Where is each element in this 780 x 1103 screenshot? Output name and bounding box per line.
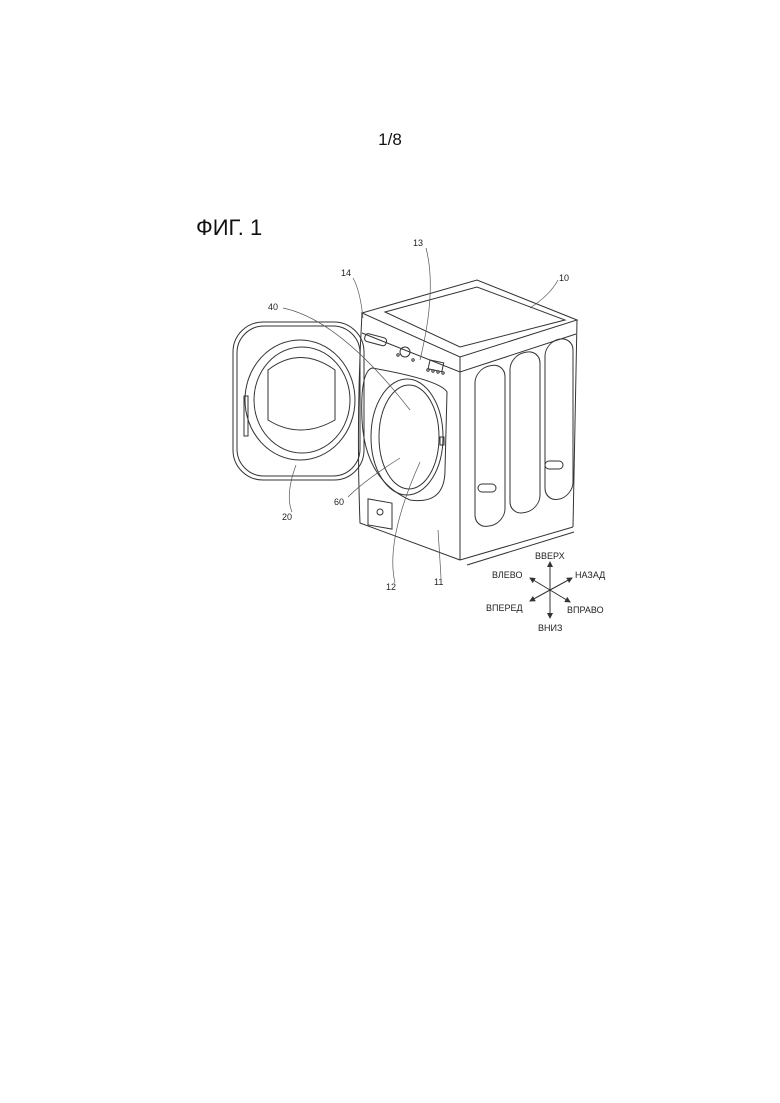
ref-20: 20 — [282, 512, 292, 522]
control-panel — [364, 333, 444, 374]
direction-up: ВВЕРХ — [535, 551, 565, 561]
direction-down: ВНИЗ — [538, 623, 562, 633]
ref-14: 14 — [341, 268, 351, 278]
ref-40: 40 — [268, 302, 278, 312]
ref-13: 13 — [413, 238, 423, 248]
ref-11: 11 — [434, 577, 443, 587]
direction-front: ВПЕРЕД — [486, 603, 523, 613]
direction-compass: ВВЕРХ ВНИЗ ВЛЕВО НАЗАД ВПЕРЕД ВПРАВО — [486, 551, 605, 633]
cabinet — [358, 280, 577, 565]
direction-back: НАЗАД — [575, 570, 605, 580]
ref-60: 60 — [334, 497, 344, 507]
door — [233, 322, 364, 480]
leader-lines — [283, 248, 558, 583]
reference-labels: 13 10 14 40 60 20 12 11 — [268, 238, 569, 592]
drum-opening — [362, 368, 447, 529]
direction-left: ВЛЕВО — [492, 570, 523, 580]
direction-right: ВПРАВО — [567, 605, 604, 615]
ref-12: 12 — [386, 582, 396, 592]
ref-10: 10 — [559, 273, 569, 283]
